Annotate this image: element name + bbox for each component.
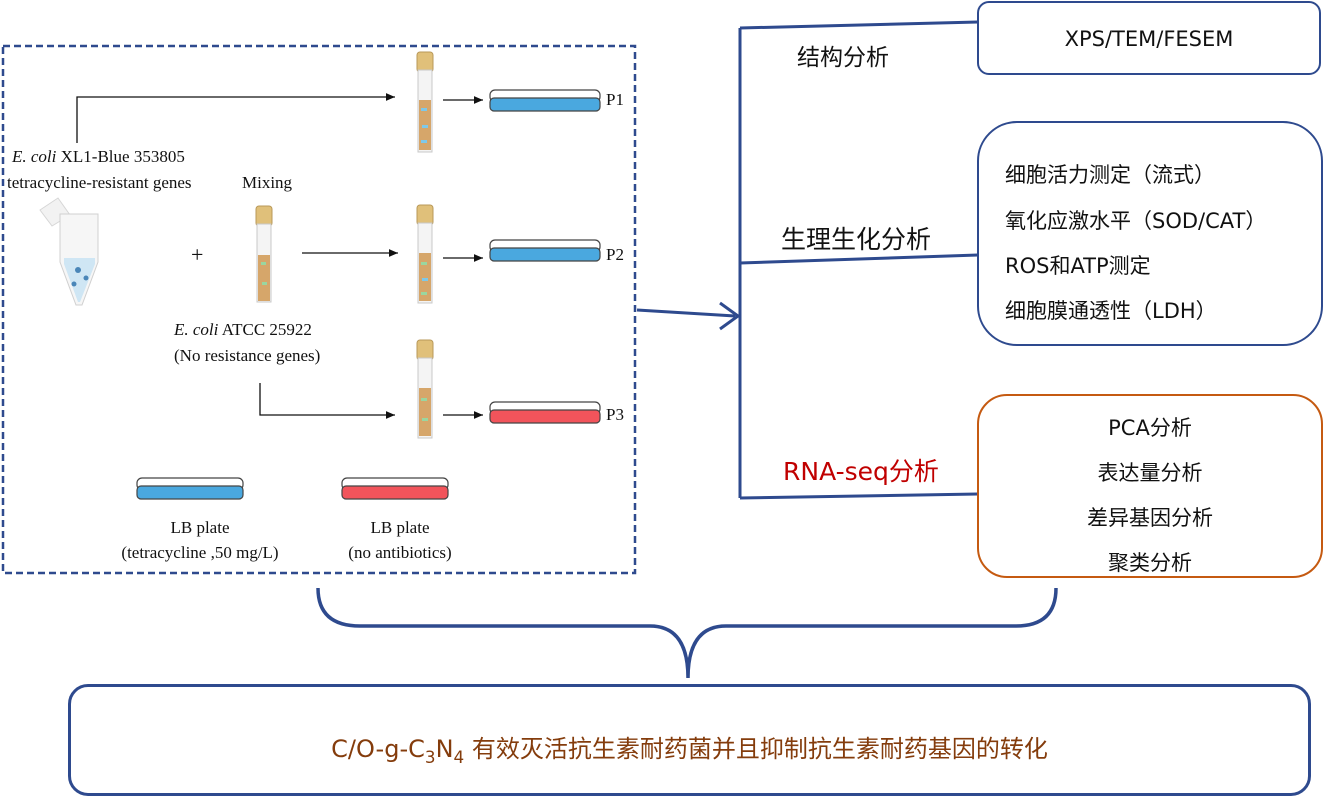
method-ros-atp: ROS和ATP测定: [1005, 254, 1151, 278]
culture-tube-3-icon: [416, 339, 434, 439]
recipient-to-tube3-arrow: [259, 383, 395, 419]
catalyst-formula: C/O-g-C3N4: [331, 735, 465, 767]
physiological-analysis-label: 生理生化分析: [781, 225, 932, 254]
method-xps: XPS/TEM/FESEM: [1064, 27, 1234, 51]
plus-sign: +: [191, 242, 204, 267]
donor-id: XL1-Blue 353805: [60, 147, 185, 166]
bracket-line-structural: [739, 20, 979, 30]
rnaseq-analysis-label: RNA-seq分析: [783, 457, 939, 486]
donor-strain-label: E. coli XL1-Blue 353805: [12, 147, 185, 167]
rnaseq-methods-box: PCA分析 表达量分析 差异基因分析 聚类分析: [977, 394, 1323, 578]
recipient-strain-label: E. coli ATCC 25922: [174, 320, 312, 340]
method-clustering: 聚类分析: [1108, 551, 1192, 575]
plate-label-p3: P3: [606, 405, 624, 424]
structural-analysis-label: 结构分析: [797, 45, 889, 71]
donor-to-tube1-arrow: [76, 93, 395, 143]
to-analysis-arrow: [636, 308, 736, 318]
legend-tet-plate: [136, 477, 244, 500]
petri-dish-p1: [489, 89, 601, 112]
recipient-species: E. coli: [174, 320, 219, 339]
legend-tet-detail: (tetracycline ,50 mg/L): [121, 543, 279, 562]
petri-dish-p2: [489, 239, 601, 262]
recipient-id: ATCC 25922: [221, 320, 312, 339]
method-pca: PCA分析: [1108, 416, 1192, 440]
recipient-note: (No resistance genes): [174, 346, 321, 365]
method-differential-genes: 差异基因分析: [1087, 506, 1213, 530]
plates-group: [136, 89, 601, 500]
petri-dish-p3: [489, 401, 601, 424]
donor-species: E. coli: [12, 147, 57, 166]
recipient-tube-icon: [255, 205, 273, 303]
plate-label-p2: P2: [606, 245, 624, 264]
legend-noab-plate: [341, 477, 449, 500]
physiological-methods-box: 细胞活力测定（流式） 氧化应激水平（SOD/CAT） ROS和ATP测定 细胞膜…: [977, 121, 1323, 346]
donor-tube-icon: [39, 197, 99, 306]
experiment-frame: [1, 44, 637, 575]
mixing-label: Mixing: [242, 173, 293, 192]
legend-noab-detail: (no antibiotics): [348, 543, 452, 562]
conclusion-box: C/O-g-C3N4 有效灭活抗生素耐药菌并且抑制抗生素耐药基因的转化: [68, 684, 1311, 796]
legend-noab-title: LB plate: [370, 518, 430, 537]
conclusion-text: C/O-g-C3N4 有效灭活抗生素耐药菌并且抑制抗生素耐药基因的转化: [71, 729, 1308, 767]
conclusion-statement: 有效灭活抗生素耐药菌并且抑制抗生素耐药基因的转化: [471, 735, 1048, 763]
plate-label-p1: P1: [606, 90, 624, 109]
donor-note: tetracycline-resistant genes: [7, 173, 192, 192]
method-cell-viability: 细胞活力测定（流式）: [1005, 163, 1215, 187]
method-membrane-permeability: 细胞膜通透性（LDH）: [1005, 299, 1217, 323]
culture-tube-2-icon: [416, 204, 434, 304]
bracket-line-rnaseq: [739, 492, 979, 500]
method-expression: 表达量分析: [1097, 461, 1203, 485]
to-analysis-arrowhead: [719, 301, 741, 331]
culture-tube-1-icon: [416, 51, 434, 153]
structural-methods-box: XPS/TEM/FESEM: [977, 1, 1321, 75]
method-oxidative-stress: 氧化应激水平（SOD/CAT）: [1005, 209, 1267, 233]
legend-tet-title: LB plate: [170, 518, 230, 537]
bracket-line-physiological: [739, 253, 979, 265]
conclusion-brace: [316, 587, 1058, 679]
